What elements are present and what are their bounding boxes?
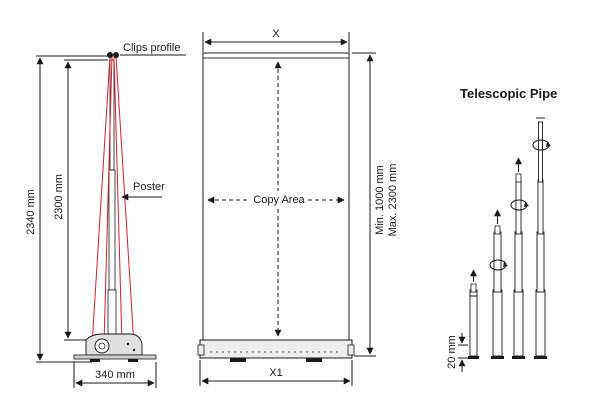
top-rail [202, 52, 350, 59]
poster-callout: Poster [121, 181, 165, 201]
pipe-step-dimension: 20 mm [446, 333, 468, 372]
poster-label: Poster [133, 181, 165, 193]
pipe-stage-3 [510, 157, 529, 357]
pipe-feet [468, 356, 547, 359]
top-width-label: X [272, 28, 280, 40]
bottom-width-dimension: X1 [199, 360, 353, 386]
height-range-dimension: Min. 1000 mm Max. 2300 mm [352, 52, 399, 357]
base-width-label: 340 mm [95, 369, 135, 381]
base-cassette-side [73, 333, 157, 362]
inner-height-label: 2300 mm [53, 174, 65, 220]
pipe-stage-2 [489, 209, 508, 357]
poster-lines [91, 55, 135, 347]
base-cassette-front [197, 339, 355, 362]
front-view: X Copy Area X1 [197, 28, 399, 386]
copy-area-label: Copy Area [253, 194, 305, 206]
total-height-dimension: 2340 mm [25, 55, 108, 363]
telescopic-pipe-view: Telescopic Pipe [446, 86, 557, 372]
pipe-stage-1 [469, 269, 478, 357]
pipe-stage-4 [532, 117, 551, 357]
telescopic-pipe-title: Telescopic Pipe [460, 86, 557, 101]
clips-profile-label: Clips profile [123, 42, 180, 54]
height-max-label: Max. 2300 mm [387, 164, 399, 237]
total-height-label: 2340 mm [25, 189, 37, 235]
side-view: 2340 mm 2300 mm Clips profile [25, 42, 186, 388]
inner-height-dimension: 2300 mm [53, 59, 108, 341]
bottom-width-label: X1 [269, 367, 282, 379]
clips-profile: Clips profile [107, 42, 186, 58]
base-width-dimension: 340 mm [73, 362, 157, 388]
pipe-step-label: 20 mm [446, 335, 458, 369]
height-min-label: Min. 1000 mm [374, 165, 386, 235]
top-width-dimension: X [202, 28, 350, 52]
